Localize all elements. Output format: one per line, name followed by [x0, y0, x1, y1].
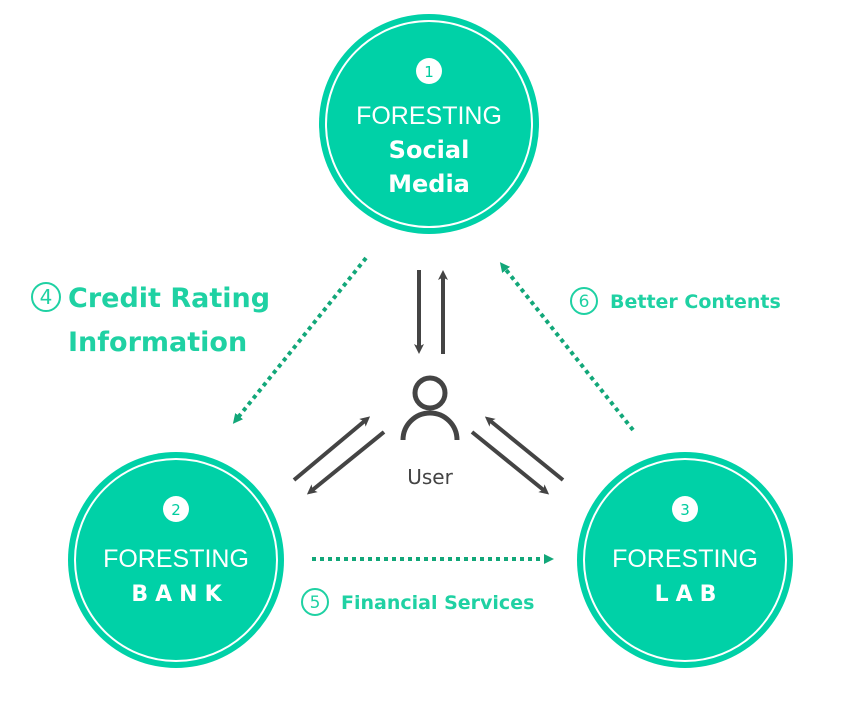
- node-title: FORESTING: [356, 102, 502, 130]
- user-arrows: [292, 270, 565, 495]
- arrow-lab-to-user: [484, 416, 565, 482]
- node-number: 1: [424, 63, 434, 81]
- flow-label-financial-services: 5 Financial Services: [301, 588, 534, 616]
- node-number: 3: [680, 501, 690, 519]
- flow-label-line1: Credit Rating: [68, 283, 270, 314]
- node-number-badge: [163, 496, 189, 522]
- arrow-user-to-lab: [470, 430, 550, 495]
- flow-number: 6: [579, 292, 590, 312]
- node-number: 2: [171, 501, 181, 519]
- node-circle: [68, 452, 284, 668]
- node-ring: [583, 458, 787, 662]
- flow-number-badge: [570, 287, 598, 315]
- node-subtitle-line2: Media: [388, 170, 470, 198]
- node-lab[interactable]: 3 FORESTING LAB: [577, 452, 793, 668]
- user-label: User: [407, 465, 453, 489]
- flow-label-credit-rating: 4 Credit Rating Information: [31, 282, 270, 358]
- flow-arrow-credit-rating: [232, 256, 368, 424]
- arrow-bank-to-user: [292, 416, 371, 482]
- node-subtitle-line1: Social: [389, 136, 470, 164]
- node-ring: [325, 20, 533, 228]
- user-node[interactable]: User: [400, 375, 460, 489]
- node-bank[interactable]: 2 FORESTING BANK: [68, 452, 284, 668]
- flow-label: Better Contents: [610, 291, 781, 313]
- node-circle: [577, 452, 793, 668]
- node-title: FORESTING: [612, 545, 758, 573]
- flow-number-badge: [301, 588, 329, 616]
- flow-label-better-contents: 6 Better Contents: [570, 287, 781, 315]
- node-title: FORESTING: [103, 545, 249, 573]
- node-number-badge: [416, 58, 442, 84]
- flow-label: Financial Services: [341, 592, 534, 614]
- flow-arrow-better-contents: [499, 262, 635, 432]
- user-icon: [400, 375, 460, 441]
- flow-number: 5: [310, 593, 321, 613]
- flow-number: 4: [40, 285, 53, 309]
- arrow-user-to-bank: [306, 430, 386, 495]
- node-number-badge: [672, 496, 698, 522]
- node-circle: [319, 14, 539, 234]
- node-social-media[interactable]: 1 FORESTING Social Media: [319, 14, 539, 234]
- flow-number-badge: [31, 282, 61, 312]
- node-ring: [74, 458, 278, 662]
- flow-label-line2: Information: [68, 327, 247, 358]
- node-subtitle: LAB: [655, 582, 724, 607]
- node-subtitle: BANK: [131, 582, 228, 607]
